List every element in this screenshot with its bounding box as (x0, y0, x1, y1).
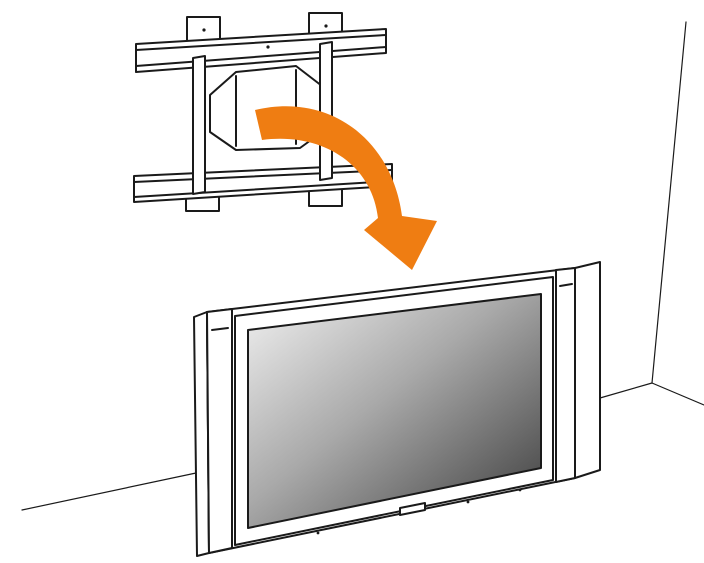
floor-back-line (599, 382, 653, 399)
curved-arrow-icon (255, 106, 437, 270)
floor-right-line (651, 382, 704, 406)
bracket-arm-left (192, 55, 206, 195)
wall-bracket-icon (133, 12, 393, 212)
tv-speaker-right (555, 267, 576, 483)
tv-control-panel (399, 502, 426, 516)
bracket-arm-right (319, 41, 333, 181)
floor-left-line (21, 472, 197, 511)
flat-panel-tv-icon (193, 261, 601, 557)
wall-corner-line (651, 21, 687, 384)
tv-side-right (574, 261, 601, 479)
tv-speaker-left (206, 308, 233, 554)
tv-screen (247, 293, 542, 529)
room-corner (21, 21, 704, 511)
